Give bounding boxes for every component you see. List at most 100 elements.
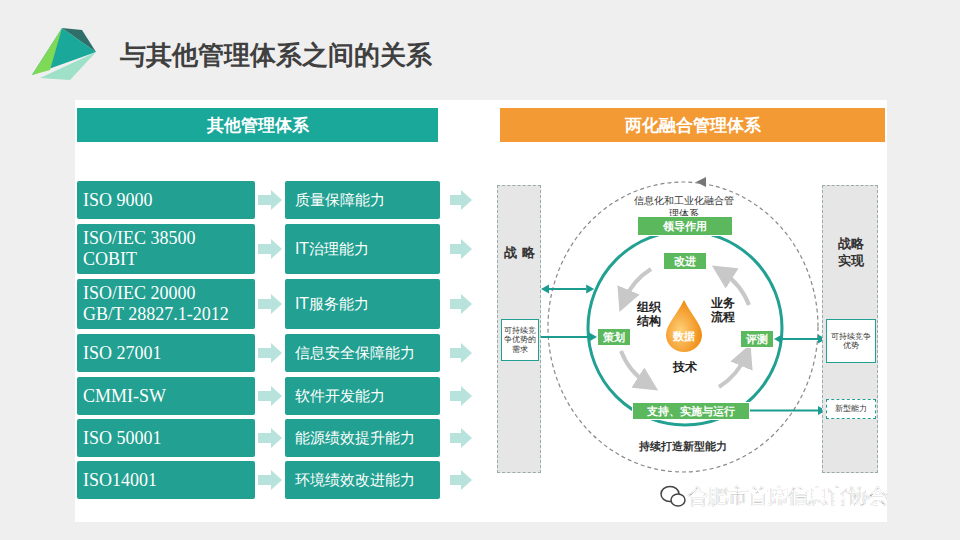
arrowhead [541,285,549,294]
label-text: 组织结构 [636,300,662,329]
evaluate-box: 评测 [740,330,774,348]
node-text: ISO14001 [83,470,235,491]
node-text: 其他管理体系 [207,114,309,137]
standard-box: ISO 50001 [77,419,255,457]
node-text: 支持、实施与运行 [647,404,735,419]
connector [258,470,282,490]
arrowhead [271,190,282,210]
capability-box: 能源绩效提升能力 [285,419,440,457]
connector-line [258,433,271,443]
connector [258,190,282,210]
node-text: ISO 50001 [83,428,235,449]
connector [750,406,826,415]
node-text: IT服务能力 [295,295,369,314]
node-text: 持续打造新型能力 [608,439,758,454]
connector [258,428,282,448]
connector-line [782,338,818,340]
capability-box: 质量保障能力 [285,181,440,219]
new-capability-box: 新型能力 [826,399,876,419]
node-text: 策划 [603,330,625,345]
outer-cycle [548,182,818,472]
data-drop: 数据 [664,298,704,353]
connector [541,285,594,294]
node-text: 信息安全保障能力 [295,344,415,363]
output-chevron [450,343,472,363]
connector-line [549,288,586,290]
node-text: 两化融合管理体系 [625,114,761,137]
capability-box: 信息安全保障能力 [285,334,440,372]
connector-line [258,299,271,309]
connector [539,333,597,342]
node-text: IT治理能力 [295,240,369,259]
wechat-icon [661,487,685,507]
connector [258,294,282,314]
node-text: 评测 [746,332,768,347]
achievement-panel: 战略实现可持续竞争优势新型能力 [822,185,878,473]
connector [774,335,826,344]
arrowhead [271,386,282,406]
node-text: 质量保障能力 [295,191,385,210]
capability-box: IT治理能力 [285,224,440,274]
label-text: 业务流程 [710,296,736,325]
advantage-box: 可持续竞争优势 [826,319,876,363]
arrowhead [774,335,782,344]
node-text: 新型能力 [835,404,867,413]
watermark: 合肥市首席信息官协会 [688,484,938,508]
connector-line [258,195,271,205]
strategy-panel: 战略可持续竞争优势的需求 [497,185,541,473]
page-title: 与其他管理体系之间的关系 [120,38,432,73]
arrowhead [271,239,282,259]
node-text: ISO 9000 [83,190,235,211]
arrowhead [586,285,594,294]
output-chevron [450,239,472,259]
title-logo [32,28,96,80]
label-text: 技术 [670,360,700,374]
node-text: 领导作用 [663,219,707,234]
header-band: 两化融合管理体系 [500,108,885,142]
arrowhead [271,343,282,363]
output-chevron [450,470,472,490]
standard-box: ISO14001 [77,461,255,499]
node-text: 战略实现 [837,236,865,270]
capability-box: IT服务能力 [285,279,440,329]
arrowhead [589,333,597,342]
improve-box: 改进 [663,252,707,270]
connector-line [539,336,589,338]
arrowhead [271,294,282,314]
node-text: 可持续竞争优势的需求 [504,326,536,354]
node-text: 软件开发能力 [295,387,385,406]
header-band: 其他管理体系 [77,108,438,142]
arrowhead [271,470,282,490]
output-chevron [450,428,472,448]
connector-line [258,475,271,485]
leadership-box: 领导作用 [637,216,733,236]
connector [258,343,282,363]
requirement-box: 可持续竞争优势的需求 [501,319,539,361]
standard-box: CMMI-SW [77,377,255,415]
pdca-ring [588,231,782,425]
cycle-arrowhead [696,177,706,187]
node-text: ISO/IEC 38500 COBIT [83,228,235,269]
node-text: 战略 [498,244,540,262]
connector [258,239,282,259]
standard-box: ISO/IEC 20000 GB/T 28827.1-2012 [77,279,255,329]
connector [258,386,282,406]
connector-line [258,348,271,358]
management-cycle: 信息化和工业化融合管理体系持续打造新型能力领导作用改进策划数据评测支持、实施与运… [548,182,818,472]
operation-box: 支持、实施与运行 [632,402,750,420]
node-text: ISO 27001 [83,343,235,364]
output-chevron [450,386,472,406]
node-text: 环境绩效改进能力 [295,471,415,490]
node-text: ISO/IEC 20000 GB/T 28827.1-2012 [83,283,235,324]
connector-line [750,410,818,412]
capability-box: 环境绩效改进能力 [285,461,440,499]
node-text: 改进 [674,254,696,269]
arrowhead [271,428,282,448]
capability-box: 软件开发能力 [285,377,440,415]
content-panel [75,100,887,522]
drop-shape [664,298,704,353]
connector-line [258,244,271,254]
node-text: CMMI-SW [83,386,235,407]
node-text: 能源绩效提升能力 [295,429,415,448]
output-chevron [450,294,472,314]
